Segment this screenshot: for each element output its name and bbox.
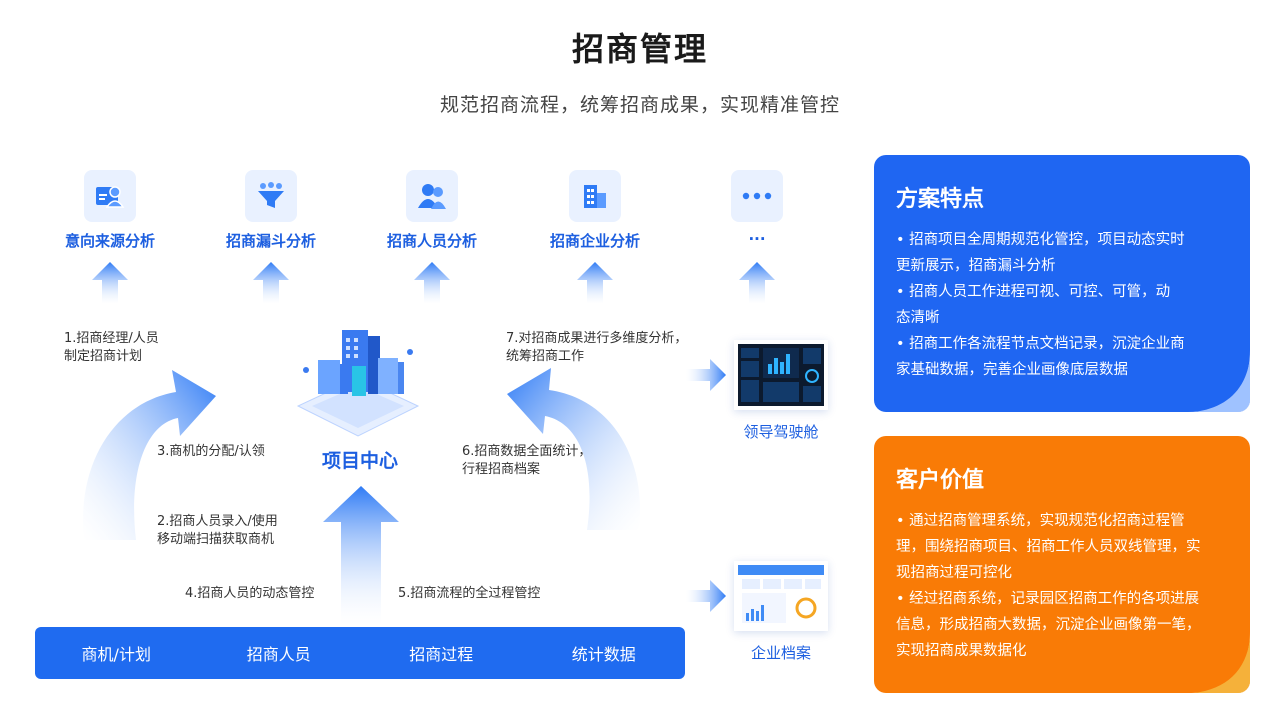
archive-thumbnail[interactable] <box>734 561 828 631</box>
module-label: 意向来源分析 <box>64 232 155 250</box>
more-icon <box>731 170 783 222</box>
curved-arrow-right <box>507 368 641 530</box>
page-fold-decoration <box>1188 631 1250 693</box>
dashboard-preview <box>738 344 824 406</box>
page-fold-decoration <box>1188 350 1250 412</box>
value-line: 理，围绕招商项目、招商工作人员双线管理，实 <box>896 539 1201 555</box>
step-1-line1: 1.招商经理/人员 <box>64 331 159 346</box>
building-icon <box>569 170 621 222</box>
archive-preview <box>738 565 824 627</box>
features-line: 态清晰 <box>896 310 940 326</box>
value-line: • 经过招商系统，记录园区招商工作的各项进展 <box>896 591 1200 607</box>
step-2-line1: 2.招商人员录入/使用 <box>157 514 278 529</box>
up-arrow-icon <box>414 262 450 304</box>
step-2: 2.招商人员录入/使用 移动端扫描获取商机 <box>157 513 278 549</box>
features-line: • 招商工作各流程节点文档记录，沉淀企业商 <box>896 336 1185 352</box>
features-line: • 招商项目全周期规范化管控，项目动态实时 <box>896 232 1185 248</box>
step-5: 5.招商流程的全过程管控 <box>398 586 541 601</box>
value-card: 客户价值 • 通过招商管理系统，实现规范化招商过程管 理，围绕招商项目、招商工作… <box>874 436 1250 693</box>
funnel-icon <box>245 170 297 222</box>
module-staff[interactable]: 招商人员分析 <box>362 170 502 251</box>
page-subtitle: 规范招商流程，统筹招商成果，实现精准管控 <box>439 94 840 116</box>
value-line: 现招商过程可控化 <box>896 565 1012 581</box>
step-1: 1.招商经理/人员 制定招商计划 <box>64 330 159 366</box>
value-line: 实现招商成果数据化 <box>896 643 1027 659</box>
step-1-line2: 制定招商计划 <box>64 349 143 364</box>
archive-label: 企业档案 <box>750 644 811 662</box>
step-7-line1: 7.对招商成果进行多维度分析， <box>506 331 688 346</box>
step-6: 6.招商数据全面统计， 行程招商档案 <box>462 443 591 479</box>
person-card-icon <box>84 170 136 222</box>
module-more[interactable]: ··· <box>687 170 827 248</box>
right-arrow-icon <box>686 580 726 612</box>
up-arrow-icon <box>92 262 128 304</box>
step-7: 7.对招商成果进行多维度分析， 统筹招商工作 <box>506 330 687 366</box>
page-title: 招商管理 <box>571 30 708 68</box>
project-hub-illustration <box>296 330 420 437</box>
features-line: 家基础数据，完善企业画像底层数据 <box>896 362 1128 378</box>
module-label: 招商漏斗分析 <box>225 232 316 250</box>
value-line: • 通过招商管理系统，实现规范化招商过程管 <box>896 513 1185 529</box>
right-arrow-icon <box>686 359 726 391</box>
up-arrow-icon <box>739 262 775 304</box>
features-card: 方案特点 • 招商项目全周期规范化管控，项目动态实时 更新展示，招商漏斗分析 •… <box>874 155 1250 412</box>
project-hub-label: 项目中心 <box>321 450 398 472</box>
module-enterprise[interactable]: 招商企业分析 <box>525 170 665 251</box>
step-3: 3.商机的分配/认领 <box>157 444 265 459</box>
features-title: 方案特点 <box>896 187 985 212</box>
step-4: 4.招商人员的动态管控 <box>185 586 315 601</box>
step-6-line2: 行程招商档案 <box>462 462 541 477</box>
cockpit-thumbnail[interactable] <box>734 340 828 410</box>
module-label: 招商人员分析 <box>386 232 477 250</box>
bar-item-statistics[interactable]: 统计数据 <box>571 645 636 664</box>
cockpit-label: 领导驾驶舱 <box>743 423 819 441</box>
bar-item-staff[interactable]: 招商人员 <box>246 645 311 664</box>
value-title: 客户价值 <box>896 468 985 493</box>
up-arrow-icon <box>577 262 613 304</box>
up-arrow-icon <box>253 262 289 304</box>
step-2-line2: 移动端扫描获取商机 <box>157 532 275 547</box>
curved-arrow-left <box>82 370 216 540</box>
bottom-category-bar: 商机/计划 招商人员 招商过程 统计数据 <box>35 627 685 679</box>
module-intent-source[interactable]: 意向来源分析 <box>40 170 180 251</box>
module-funnel[interactable]: 招商漏斗分析 <box>201 170 341 251</box>
big-up-arrow-icon <box>323 486 399 626</box>
step-7-line2: 统筹招商工作 <box>506 349 585 364</box>
bar-item-opportunity[interactable]: 商机/计划 <box>81 645 151 664</box>
step-6-line1: 6.招商数据全面统计， <box>462 444 592 459</box>
module-label: 招商企业分析 <box>549 232 640 250</box>
people-icon <box>406 170 458 222</box>
features-line: • 招商人员工作进程可视、可控、可管，动 <box>896 284 1171 300</box>
value-line: 信息，形成招商大数据，沉淀企业画像第一笔， <box>896 617 1201 633</box>
module-label: ··· <box>748 230 766 248</box>
bar-item-process[interactable]: 招商过程 <box>409 645 474 664</box>
features-line: 更新展示，招商漏斗分析 <box>896 258 1056 274</box>
